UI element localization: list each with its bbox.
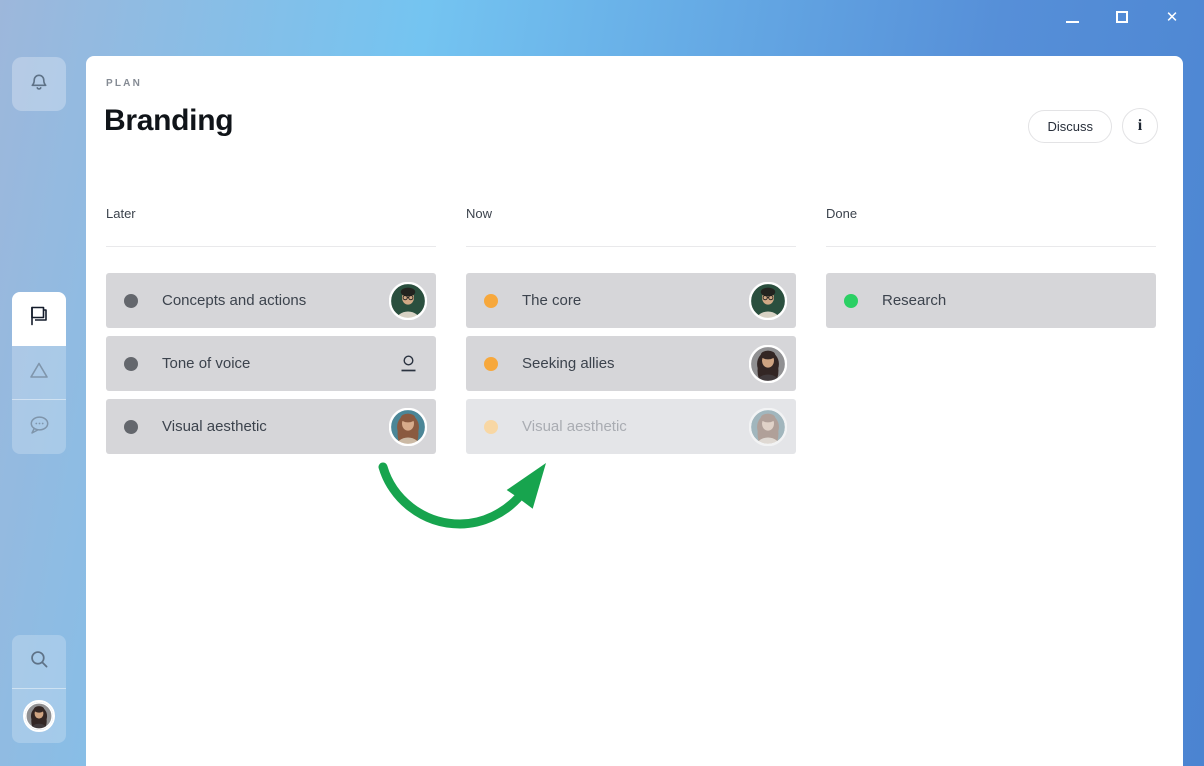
status-dot <box>124 293 138 308</box>
avatar-man-green <box>389 281 427 320</box>
status-dot <box>124 419 138 434</box>
close-button[interactable]: ✕ <box>1162 7 1182 27</box>
page-title: Branding <box>104 104 234 137</box>
card-visual-aesthetic[interactable]: Visual aesthetic <box>106 399 436 454</box>
avatar-woman-gray <box>749 344 787 383</box>
status-dot <box>484 356 498 371</box>
assignee-avatar <box>389 281 427 320</box>
avatar-man-green <box>749 281 787 320</box>
bell-icon <box>26 69 52 100</box>
column-divider <box>106 246 436 247</box>
drag-arrow-annotation <box>378 462 546 529</box>
card-title: Tone of voice <box>162 355 251 372</box>
sidebar-item-plan[interactable] <box>12 292 66 346</box>
notifications-button[interactable] <box>12 57 66 111</box>
sidebar-bottom <box>12 635 66 743</box>
assignee-avatar <box>749 281 787 320</box>
card-title: Concepts and actions <box>162 292 307 309</box>
card-tone-of-voice[interactable]: Tone of voice <box>106 336 436 391</box>
assignee-slot <box>389 345 427 383</box>
info-button[interactable]: i <box>1122 108 1158 144</box>
minimize-icon <box>1065 21 1079 23</box>
maximize-button[interactable] <box>1112 7 1132 27</box>
search-button[interactable] <box>12 635 66 689</box>
sidebar-item-hill[interactable] <box>12 346 66 400</box>
card-title: Visual aesthetic <box>522 418 627 435</box>
chat-bubble-icon <box>26 412 52 443</box>
card-concepts-and-actions[interactable]: Concepts and actions <box>106 273 436 328</box>
sidebar-nav <box>12 292 66 454</box>
maximize-icon <box>1116 11 1128 23</box>
column-header: Done <box>826 206 858 221</box>
card-title: The core <box>522 292 582 309</box>
sidebar-item-chat[interactable] <box>12 400 66 454</box>
avatar-woman-teal <box>389 407 427 446</box>
assignee-avatar <box>389 407 427 446</box>
close-icon: ✕ <box>1165 8 1179 26</box>
column-divider <box>826 246 1156 247</box>
status-dot <box>484 419 498 434</box>
titlebar: ✕ <box>1062 0 1204 34</box>
triangle-icon <box>27 358 51 387</box>
card-visual-aesthetic-ghost[interactable]: Visual aesthetic <box>466 399 796 454</box>
info-icon: i <box>1137 117 1143 134</box>
search-icon <box>26 646 52 677</box>
card-title: Seeking allies <box>522 355 615 372</box>
breadcrumb: PLAN <box>106 78 143 89</box>
status-dot <box>484 293 498 308</box>
card-title: Visual aesthetic <box>162 418 267 435</box>
column-header: Now <box>466 206 493 221</box>
user-avatar <box>23 700 55 732</box>
card-title: Research <box>882 292 947 309</box>
column-header: Later <box>106 206 136 221</box>
card-research[interactable]: Research <box>826 273 1156 328</box>
assignee-avatar <box>749 344 787 383</box>
status-dot <box>844 293 858 308</box>
avatar-woman-teal <box>749 407 787 446</box>
card-the-core[interactable]: The core <box>466 273 796 328</box>
discuss-button[interactable]: Discuss <box>1028 110 1112 143</box>
column-divider <box>466 246 796 247</box>
minimize-button[interactable] <box>1062 7 1082 27</box>
unassigned-icon <box>401 354 415 371</box>
assignee-avatar <box>749 407 787 446</box>
status-dot <box>124 356 138 371</box>
flag-icon <box>27 304 51 333</box>
avatar-woman-gray <box>25 702 53 730</box>
card-seeking-allies[interactable]: Seeking allies <box>466 336 796 391</box>
profile-button[interactable] <box>12 689 66 743</box>
